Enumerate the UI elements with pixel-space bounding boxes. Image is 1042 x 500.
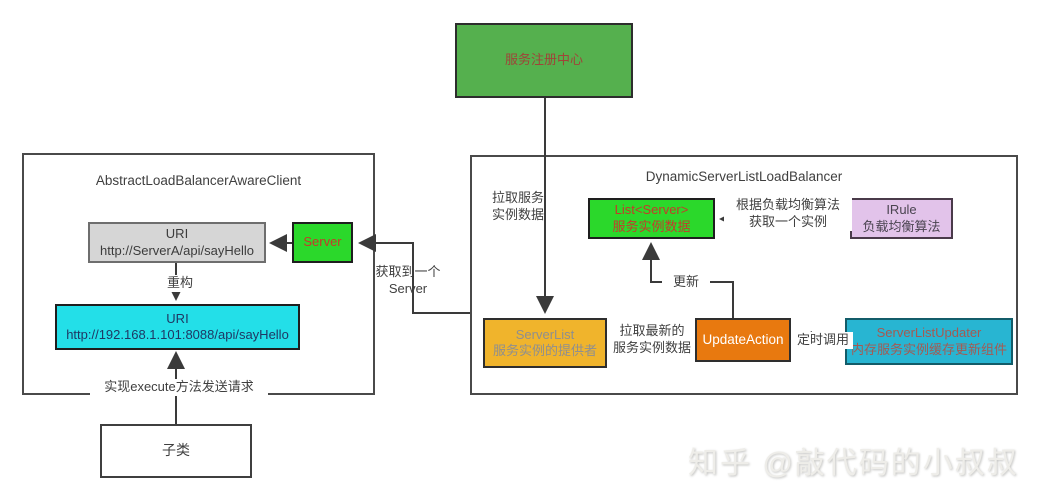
subclass-box: 子类 xyxy=(100,424,252,478)
updater-line2: 内存服务实例缓存更新组件 xyxy=(851,341,1008,357)
timer-label: 定时调用 xyxy=(793,332,853,349)
updater-box: ServerListUpdater 内存服务实例缓存更新组件 xyxy=(845,318,1013,365)
irule-line2: 负载均衡算法 xyxy=(862,218,941,234)
server-box: Server xyxy=(292,222,353,263)
uri-box-line1: URI xyxy=(165,226,189,242)
resolved-uri-box: URI http://192.168.1.101:8088/api/sayHel… xyxy=(55,304,300,350)
list-server-box: List<Server> 服务实例数据 xyxy=(588,198,715,239)
irule-line1: IRule xyxy=(886,202,917,218)
pull-latest-label: 拉取最新的 服务实例数据 xyxy=(612,323,691,355)
server-list-box: ServerList 服务实例的提供者 xyxy=(483,318,607,368)
uri-box: URI http://ServerA/api/sayHello xyxy=(88,222,266,263)
subclass-box-label: 子类 xyxy=(162,442,190,459)
update-action-label: UpdateAction xyxy=(702,331,784,347)
updater-line1: ServerListUpdater xyxy=(876,325,982,341)
connector-balancer-to-server xyxy=(358,234,470,314)
get-server-label: 获取到一个 Server xyxy=(375,264,441,296)
list-server-line2: 服务实例数据 xyxy=(612,218,691,234)
list-server-line1: List<Server> xyxy=(614,202,689,218)
rebuild-label: 重构 xyxy=(158,275,202,292)
server-list-line2: 服务实例的提供者 xyxy=(492,343,597,358)
server-list-line1: ServerList xyxy=(515,326,575,342)
execute-label: 实现execute方法发送请求 xyxy=(90,379,268,396)
rule-label: 根据负载均衡算法 获取一个实例 xyxy=(724,197,852,231)
uri-box-line2: http://ServerA/api/sayHello xyxy=(100,242,254,258)
irule-box: IRule 负载均衡算法 xyxy=(850,198,953,239)
registry-box-label: 服务注册中心 xyxy=(504,52,583,68)
balancer-container-title: DynamicServerListLoadBalancer xyxy=(645,169,843,184)
resolved-uri-line2: http://192.168.1.101:8088/api/sayHello xyxy=(66,327,289,342)
update-label: 更新 xyxy=(662,274,710,291)
client-container: AbstractLoadBalancerAwareClient xyxy=(22,153,375,395)
resolved-uri-line1: URI xyxy=(166,311,189,327)
watermark: 知乎 @敲代码的小叔叔 xyxy=(688,447,1019,480)
registry-box: 服务注册中心 xyxy=(455,23,633,98)
server-box-label: Server xyxy=(303,234,342,250)
client-container-title: AbstractLoadBalancerAwareClient xyxy=(95,173,302,188)
pull-label: 拉取服务 实例数据 xyxy=(492,190,545,222)
update-action-box: UpdateAction xyxy=(695,318,791,362)
